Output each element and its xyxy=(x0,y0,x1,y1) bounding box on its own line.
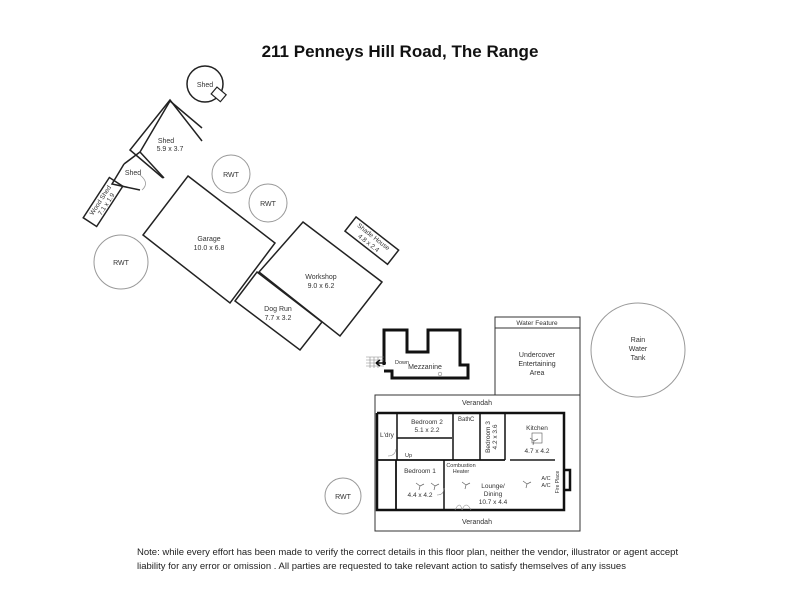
svg-text:Bedroom 3: Bedroom 3 xyxy=(485,421,492,453)
svg-text:A/C: A/C xyxy=(541,476,550,482)
svg-text:A/C: A/C xyxy=(541,483,550,489)
svg-text:Dog Run: Dog Run xyxy=(264,306,292,313)
undercover-entertaining-area: Water Feature Undercover Entertaining Ar… xyxy=(494,316,581,396)
svg-text:RWT: RWT xyxy=(223,172,240,179)
svg-text:Entertaining: Entertaining xyxy=(518,361,555,368)
svg-text:Lounge/: Lounge/ xyxy=(481,483,505,490)
svg-text:Dining: Dining xyxy=(484,491,503,498)
svg-text:10.0 x 6.8: 10.0 x 6.8 xyxy=(194,245,225,252)
svg-text:4.7 x 4.2: 4.7 x 4.2 xyxy=(525,448,550,455)
shade-house: Shade House 4.8 x 2.4 xyxy=(343,215,400,266)
garage: Garage 10.0 x 6.8 xyxy=(141,174,277,305)
shed-main: Shed 5.9 x 3.7 xyxy=(123,98,203,179)
svg-text:10.7 x 4.4: 10.7 x 4.4 xyxy=(479,499,508,506)
svg-text:Water: Water xyxy=(629,346,648,353)
svg-text:Kitchen: Kitchen xyxy=(526,425,548,432)
svg-text:4.4 x 4.2: 4.4 x 4.2 xyxy=(408,492,433,499)
svg-text:RWT: RWT xyxy=(335,494,352,501)
svg-text:Mezzanine: Mezzanine xyxy=(408,364,442,371)
svg-text:Undercover: Undercover xyxy=(519,352,556,359)
svg-text:Bedroom 1: Bedroom 1 xyxy=(404,468,436,475)
svg-text:Shed: Shed xyxy=(197,82,213,89)
workshop: Workshop 9.0 x 6.2 xyxy=(257,220,384,338)
mezzanine: Down Mezzanine xyxy=(366,328,470,380)
house: Verandah Verandah Bedroom 2 5.1 x 2.2 Ba… xyxy=(374,394,581,532)
svg-text:Combustion: Combustion xyxy=(446,463,475,469)
svg-text:5.1 x 2.2: 5.1 x 2.2 xyxy=(415,427,440,434)
svg-text:L'dry: L'dry xyxy=(380,432,395,439)
rain-water-tank: Rain Water Tank xyxy=(590,302,686,398)
svg-text:RWT: RWT xyxy=(113,260,130,267)
shed-small: Shed xyxy=(110,163,146,191)
svg-text:Water Feature: Water Feature xyxy=(516,320,558,327)
rwt-tank-3: RWT xyxy=(93,234,149,290)
svg-text:Garage: Garage xyxy=(197,236,220,243)
shed-round: Shed xyxy=(186,65,228,103)
svg-text:Area: Area xyxy=(530,370,545,377)
svg-text:Verandah: Verandah xyxy=(462,400,492,407)
svg-text:Up: Up xyxy=(405,453,412,459)
svg-text:RWT: RWT xyxy=(260,201,277,208)
svg-text:Shed: Shed xyxy=(125,170,141,177)
svg-text:5.9 x 3.7: 5.9 x 3.7 xyxy=(157,146,184,153)
rwt-tank-4: RWT xyxy=(324,477,362,515)
rwt-tank-2: RWT xyxy=(248,183,288,223)
disclaimer-note: Note: while every effort has been made t… xyxy=(137,547,679,572)
svg-text:Workshop: Workshop xyxy=(305,274,336,281)
svg-text:Heater: Heater xyxy=(453,469,470,475)
svg-text:Verandah: Verandah xyxy=(462,519,492,526)
svg-text:9.0 x 6.2: 9.0 x 6.2 xyxy=(308,283,335,290)
svg-text:Fire Place: Fire Place xyxy=(555,471,561,494)
svg-text:7.7 x 3.2: 7.7 x 3.2 xyxy=(265,315,292,322)
svg-text:4.2 x 3.6: 4.2 x 3.6 xyxy=(492,424,499,449)
svg-text:Bedroom 2: Bedroom 2 xyxy=(411,419,443,426)
svg-text:Down: Down xyxy=(395,360,409,366)
svg-text:C: C xyxy=(470,417,475,423)
svg-text:Bath: Bath xyxy=(458,417,470,423)
rwt-tank-1: RWT xyxy=(211,154,251,194)
dog-run: Dog Run 7.7 x 3.2 xyxy=(233,270,324,352)
page-title: 211 Penneys Hill Road, The Range xyxy=(261,42,539,61)
svg-text:Shed: Shed xyxy=(158,138,174,145)
svg-text:Rain: Rain xyxy=(631,337,646,344)
svg-text:Tank: Tank xyxy=(631,355,646,362)
